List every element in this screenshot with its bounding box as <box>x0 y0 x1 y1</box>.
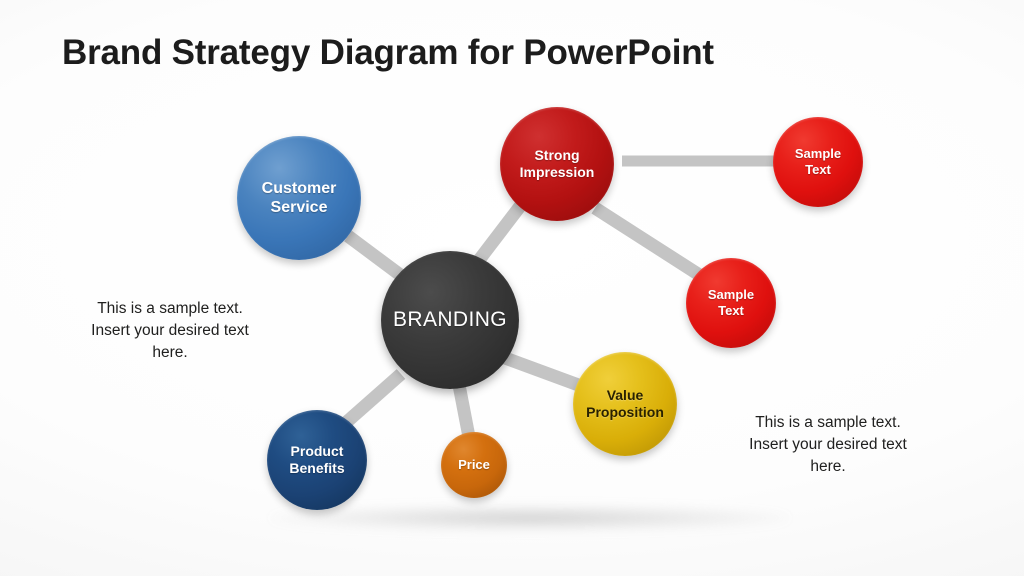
connector-branding-customer-service <box>344 230 407 283</box>
node-customer-service-label-line1: Customer <box>261 179 337 197</box>
slide-title: Brand Strategy Diagram for PowerPoint <box>62 33 714 72</box>
sample-text-block-left: This is a sample text. Insert your desir… <box>70 298 270 364</box>
node-branding-label: BRANDING <box>392 308 508 332</box>
diagram-drop-shadow <box>270 505 790 531</box>
sample-text-left-line1: This is a sample text. <box>97 300 243 317</box>
node-price-label: Price <box>458 457 490 473</box>
node-customer-service[interactable]: Customer Service <box>237 136 361 260</box>
node-product-benefits[interactable]: Product Benefits <box>267 410 367 510</box>
node-sample-text-2-label-line2: Text <box>718 303 744 318</box>
node-sample-text-2[interactable]: Sample Text <box>686 258 776 348</box>
connector-strong-impression-sample-text-2 <box>591 202 705 282</box>
sample-text-left-line2: Insert your desired text <box>91 322 249 339</box>
node-customer-service-label: Customer Service <box>256 179 343 217</box>
node-sample-text-1-label-line2: Text <box>805 162 831 177</box>
sample-text-right-line2: Insert your desired text <box>749 436 907 453</box>
node-customer-service-label-line2: Service <box>270 199 328 216</box>
node-branding[interactable]: BRANDING <box>381 251 519 389</box>
node-strong-impression-label-line1: Strong <box>534 147 580 164</box>
node-price[interactable]: Price <box>441 432 507 498</box>
node-sample-text-1-label: Sample Text <box>789 146 847 177</box>
node-value-proposition[interactable]: Value Proposition <box>573 352 677 456</box>
sample-text-right-line1: This is a sample text. <box>755 414 901 431</box>
node-product-benefits-label-line2: Benefits <box>289 460 345 476</box>
node-strong-impression[interactable]: Strong Impression <box>500 107 614 221</box>
node-sample-text-1[interactable]: Sample Text <box>773 117 863 207</box>
node-strong-impression-label-line2: Impression <box>519 164 595 180</box>
node-value-proposition-label-line1: Value <box>606 387 644 404</box>
node-sample-text-1-label-line1: Sample <box>794 146 842 162</box>
node-sample-text-2-label-line1: Sample <box>707 287 755 303</box>
sample-text-block-right: This is a sample text. Insert your desir… <box>728 412 928 478</box>
sample-text-right-line3: here. <box>810 458 846 475</box>
node-product-benefits-label: Product Benefits <box>283 443 350 477</box>
node-value-proposition-label: Value Proposition <box>580 387 670 421</box>
node-value-proposition-label-line2: Proposition <box>586 404 664 420</box>
connector-branding-strong-impression <box>470 201 527 268</box>
node-sample-text-2-label: Sample Text <box>702 287 760 318</box>
sample-text-left-line3: here. <box>152 344 188 361</box>
node-strong-impression-label: Strong Impression <box>514 147 601 181</box>
node-product-benefits-label-line1: Product <box>290 443 344 460</box>
connector-branding-product-benefits <box>336 369 406 432</box>
